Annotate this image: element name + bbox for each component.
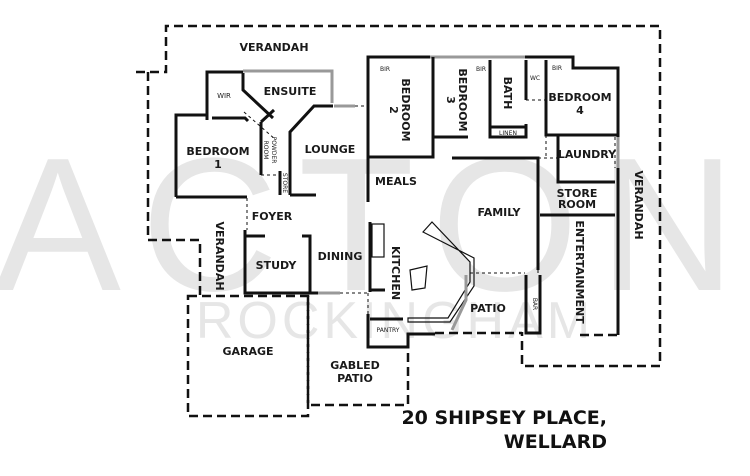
label-bedroom4: BEDROOM bbox=[548, 91, 611, 104]
label-gabled-patio: GABLED bbox=[330, 359, 380, 372]
label-bedroom4-num: 4 bbox=[576, 104, 584, 117]
label-laundry: LAUNDRY bbox=[558, 148, 617, 161]
label-bedroom2: BEDROOM 2 bbox=[387, 78, 412, 141]
label-bedroom2-num: 2 bbox=[387, 106, 400, 114]
label-powder-room-2: ROOM bbox=[262, 141, 269, 160]
label-linen: LINEN bbox=[499, 130, 517, 137]
label-pantry: PANTRY bbox=[377, 327, 400, 334]
label-family: FAMILY bbox=[477, 206, 521, 219]
label-garage: GARAGE bbox=[222, 345, 273, 358]
doorways bbox=[243, 99, 616, 314]
label-bedroom1-num: 1 bbox=[214, 158, 222, 171]
label-wc: WC bbox=[530, 75, 540, 82]
label-powder-room: POWDER ROOM bbox=[262, 137, 277, 164]
label-lounge: LOUNGE bbox=[305, 143, 356, 156]
watermark-sub: ROCKINGHAM bbox=[196, 292, 594, 350]
label-study: STUDY bbox=[256, 259, 298, 272]
label-dining: DINING bbox=[318, 250, 363, 263]
address-line2: WELLARD bbox=[504, 431, 607, 453]
label-verandah-top: VERANDAH bbox=[239, 41, 308, 54]
label-bedroom2-text: BEDROOM bbox=[399, 78, 412, 141]
label-wir: WIR bbox=[217, 92, 231, 100]
label-powder: POWDER bbox=[270, 137, 277, 164]
walls bbox=[174, 55, 620, 349]
label-store-room: STORE bbox=[557, 187, 598, 200]
label-bedroom3-num: 3 bbox=[444, 96, 457, 104]
label-bath: BATH bbox=[501, 77, 514, 110]
label-bir-3: BIR bbox=[476, 66, 486, 73]
address-line1: 20 SHIPSEY PLACE, bbox=[401, 407, 607, 429]
label-bir-4: BIR bbox=[552, 65, 562, 72]
label-bedroom3-text: BEDROOM bbox=[456, 68, 469, 131]
label-kitchen: KITCHEN bbox=[389, 246, 402, 300]
label-meals: MEALS bbox=[375, 175, 417, 188]
label-bar: BAR bbox=[531, 298, 538, 310]
label-patio: PATIO bbox=[470, 302, 506, 315]
label-verandah-right: VERANDAH bbox=[632, 170, 645, 239]
label-store: STORE bbox=[281, 173, 288, 193]
label-bir-2: BIR bbox=[380, 66, 390, 73]
label-foyer: FOYER bbox=[252, 210, 293, 223]
label-ensuite: ENSUITE bbox=[264, 85, 317, 98]
verandah-outline bbox=[136, 24, 662, 418]
label-verandah-left: VERANDAH bbox=[213, 221, 226, 290]
label-entertainment: ENTERTAINMENT bbox=[573, 220, 586, 324]
label-bedroom3: BEDROOM 3 bbox=[444, 68, 469, 131]
label-store-room-2: ROOM bbox=[558, 198, 596, 211]
label-gabled-patio-2: PATIO bbox=[337, 372, 373, 385]
label-bedroom1: BEDROOM bbox=[186, 145, 249, 158]
